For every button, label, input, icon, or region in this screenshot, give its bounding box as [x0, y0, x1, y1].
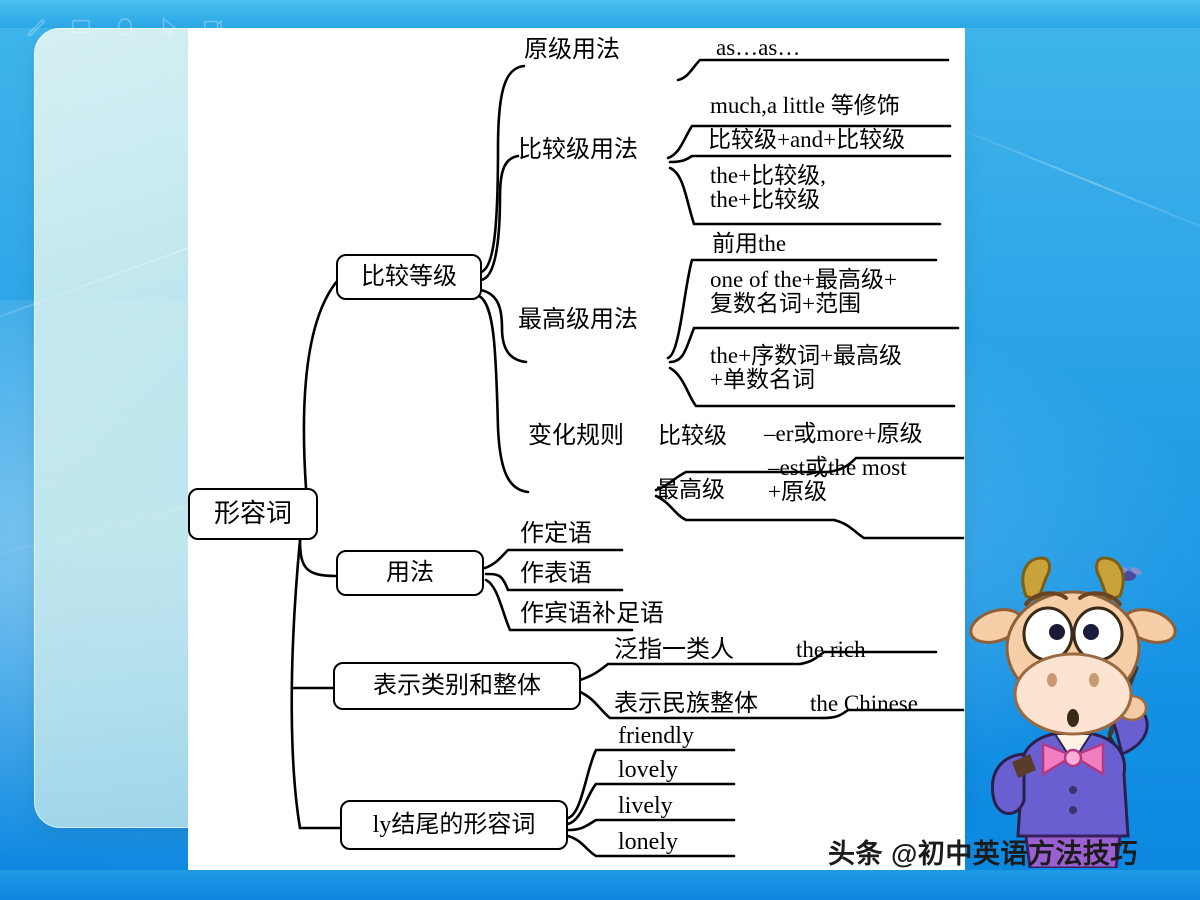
mindmap-leaf-the-rich[interactable]: the rich: [796, 637, 866, 662]
mindmap-branch-ly-node[interactable]: ly结尾的形容词: [340, 800, 568, 850]
cow-mascot-illustration: [969, 556, 1177, 868]
mindmap-sub-superlative-usage[interactable]: 最高级用法: [518, 307, 638, 333]
mindmap-root-node[interactable]: 形容词: [188, 488, 318, 540]
mindmap-branch-label: 用法: [386, 560, 434, 586]
wallpaper-streak: [939, 120, 1200, 250]
mindmap-canvas: 形容词 比较等级 用法 表示类别和整体 ly结尾的形容词 原级用法 比较级用法 …: [188, 28, 965, 870]
mindmap-leaf-lonely[interactable]: lonely: [618, 829, 678, 855]
mindmap-leaf-attributive[interactable]: 作定语: [520, 521, 592, 547]
mindmap-leaf-friendly[interactable]: friendly: [618, 723, 694, 749]
mindmap-branch-label: 比较等级: [361, 264, 457, 290]
mindmap-leaf-the-ordinal-superlative[interactable]: the+序数词+最高级 +单数名词: [710, 343, 903, 393]
mindmap-leaf-lively[interactable]: lively: [618, 793, 673, 819]
mindmap-leaf-object-complement[interactable]: 作宾语补足语: [520, 601, 664, 627]
mindmap-leaf-as-as[interactable]: as…as…: [716, 35, 801, 60]
mindmap-sub-change-rules[interactable]: 变化规则: [528, 423, 624, 449]
mindmap-branch-label: 表示类别和整体: [373, 673, 541, 699]
top-blue-band: [0, 0, 1200, 28]
mindmap-branch-usage-node[interactable]: 用法: [336, 550, 484, 596]
mouse-icon[interactable]: [114, 16, 136, 38]
mindmap-leaf-generic-class-of-people[interactable]: 泛指一类人: [614, 637, 734, 663]
pen-icon[interactable]: [26, 16, 48, 38]
monitor-icon[interactable]: [70, 16, 92, 38]
mindmap-connectors: [290, 58, 965, 858]
mindmap-sub-positive-usage[interactable]: 原级用法: [524, 37, 620, 63]
mindmap-leaf-use-the-before[interactable]: 前用the: [712, 231, 787, 256]
mindmap-leaf-rule-comparative[interactable]: 比较级: [658, 423, 727, 448]
mindmap-leaf-the-chinese[interactable]: the Chinese: [810, 691, 918, 716]
mindmap-branch-label: ly结尾的形容词: [372, 812, 536, 838]
mindmap-leaf-comparative-and-comparative[interactable]: 比较级+and+比较级: [708, 127, 906, 152]
mindmap-leaf-rule-comparative-value[interactable]: –er或more+原级: [764, 421, 923, 446]
mindmap-leaf-rule-superlative-value[interactable]: –est或the most +原级: [768, 455, 907, 505]
mindmap-leaf-the-comparative-the-comparative[interactable]: the+比较级, the+比较级: [710, 163, 826, 213]
taskbar-icon-group[interactable]: [26, 16, 224, 38]
mindmap-sub-comparative-usage[interactable]: 比较级用法: [518, 137, 638, 163]
mindmap-leaf-much-a-little[interactable]: much,a little 等修饰: [710, 93, 900, 118]
mindmap-leaf-one-of-the-superlative[interactable]: one of the+最高级+ 复数名词+范围: [710, 267, 897, 317]
mindmap-branch-comparison-node[interactable]: 比较等级: [336, 254, 482, 300]
mindmap-root-label: 形容词: [213, 499, 292, 528]
taskbar[interactable]: [0, 870, 1200, 900]
watermark-text: 头条 @初中英语方法技巧: [828, 839, 1138, 869]
mindmap-leaf-lovely[interactable]: lovely: [618, 757, 678, 783]
mindmap-leaf-predicative[interactable]: 作表语: [520, 561, 592, 587]
mindmap-leaf-national-whole[interactable]: 表示民族整体: [614, 691, 758, 717]
mindmap-leaf-rule-superlative[interactable]: 最高级: [656, 477, 725, 502]
cursor-icon[interactable]: [158, 16, 180, 38]
windows-folder-icon[interactable]: [202, 16, 224, 38]
mindmap-branch-category-node[interactable]: 表示类别和整体: [333, 662, 581, 710]
